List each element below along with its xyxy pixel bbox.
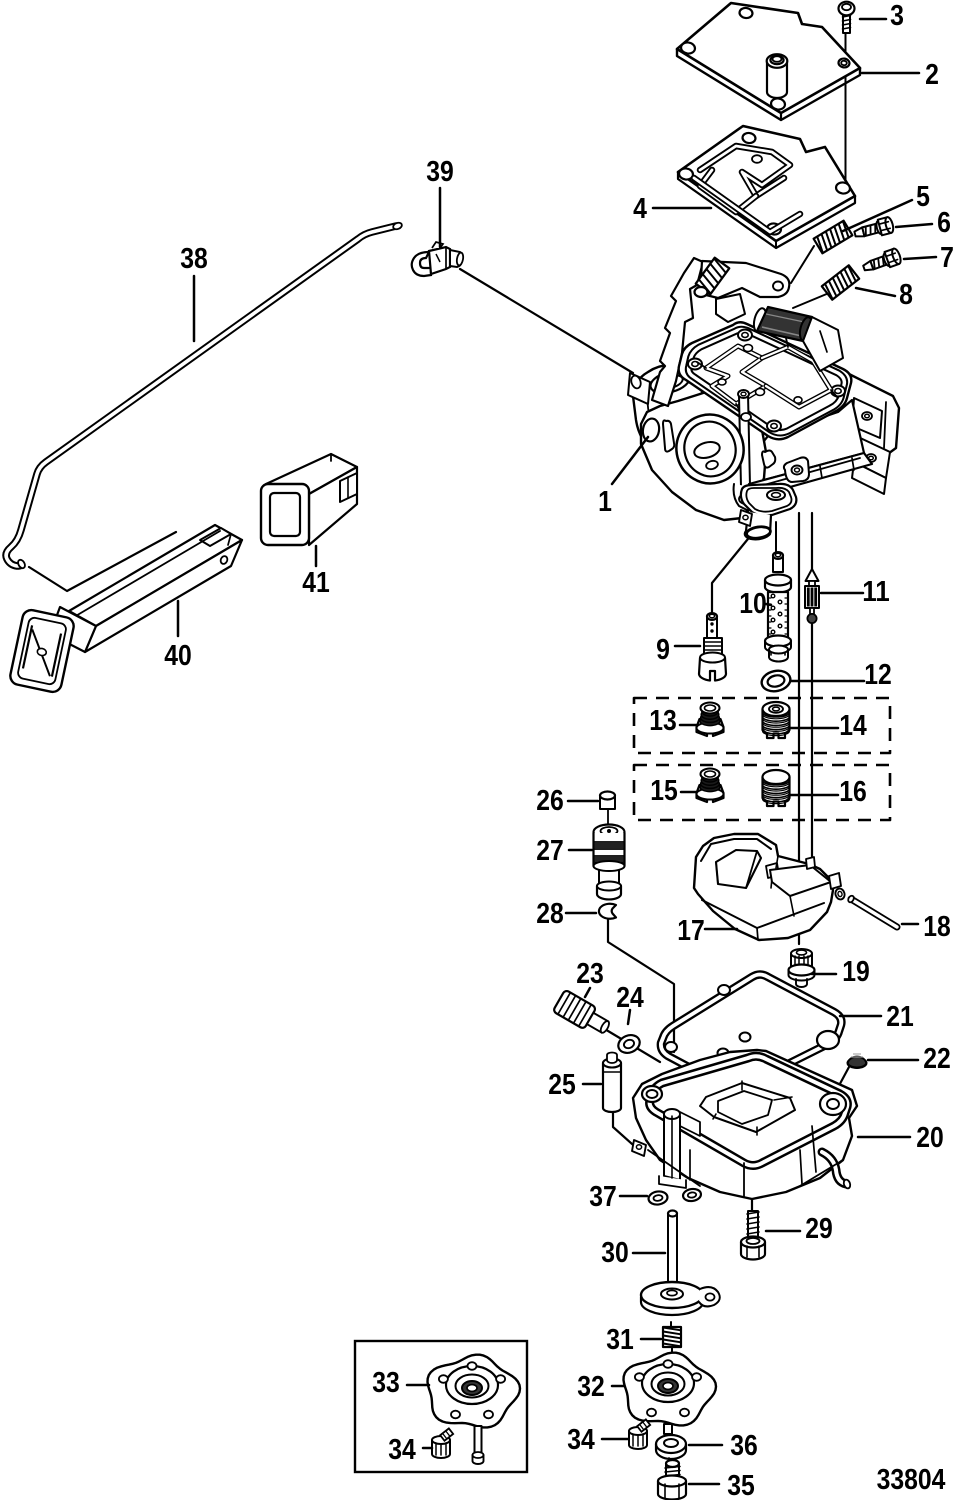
svg-text:35: 35 bbox=[727, 1470, 755, 1500]
svg-text:33804: 33804 bbox=[877, 1464, 946, 1496]
svg-text:24: 24 bbox=[616, 982, 644, 1014]
svg-text:33: 33 bbox=[372, 1367, 400, 1399]
svg-text:8: 8 bbox=[899, 279, 913, 311]
svg-text:6: 6 bbox=[937, 207, 951, 239]
svg-text:19: 19 bbox=[842, 956, 870, 988]
svg-text:12: 12 bbox=[864, 659, 892, 691]
svg-text:28: 28 bbox=[536, 898, 564, 930]
svg-text:31: 31 bbox=[606, 1324, 634, 1356]
svg-text:13: 13 bbox=[649, 705, 677, 737]
svg-text:1: 1 bbox=[598, 486, 612, 518]
svg-text:5: 5 bbox=[916, 181, 930, 213]
svg-text:20: 20 bbox=[916, 1122, 944, 1154]
svg-text:22: 22 bbox=[923, 1043, 951, 1075]
svg-text:14: 14 bbox=[839, 710, 867, 742]
svg-text:9: 9 bbox=[656, 634, 670, 666]
svg-text:23: 23 bbox=[576, 958, 604, 990]
svg-text:38: 38 bbox=[180, 243, 208, 275]
svg-text:11: 11 bbox=[862, 576, 890, 608]
svg-text:26: 26 bbox=[536, 785, 564, 817]
svg-text:41: 41 bbox=[302, 567, 330, 599]
svg-text:17: 17 bbox=[677, 915, 705, 947]
svg-text:16: 16 bbox=[839, 776, 867, 808]
svg-text:18: 18 bbox=[923, 911, 951, 943]
svg-text:34: 34 bbox=[388, 1434, 416, 1466]
svg-text:7: 7 bbox=[940, 242, 954, 274]
svg-text:25: 25 bbox=[548, 1069, 576, 1101]
svg-text:34: 34 bbox=[567, 1424, 595, 1456]
svg-text:37: 37 bbox=[589, 1181, 617, 1213]
svg-text:10: 10 bbox=[739, 588, 767, 620]
svg-text:27: 27 bbox=[536, 835, 564, 867]
svg-text:21: 21 bbox=[886, 1001, 914, 1033]
svg-text:29: 29 bbox=[805, 1213, 833, 1245]
svg-text:36: 36 bbox=[730, 1430, 758, 1462]
svg-text:30: 30 bbox=[601, 1237, 629, 1269]
svg-text:4: 4 bbox=[633, 193, 647, 225]
svg-text:2: 2 bbox=[925, 59, 939, 91]
svg-text:40: 40 bbox=[164, 640, 192, 672]
svg-text:3: 3 bbox=[890, 0, 904, 32]
svg-text:15: 15 bbox=[650, 775, 678, 807]
svg-text:32: 32 bbox=[577, 1371, 605, 1403]
svg-text:39: 39 bbox=[426, 156, 454, 188]
